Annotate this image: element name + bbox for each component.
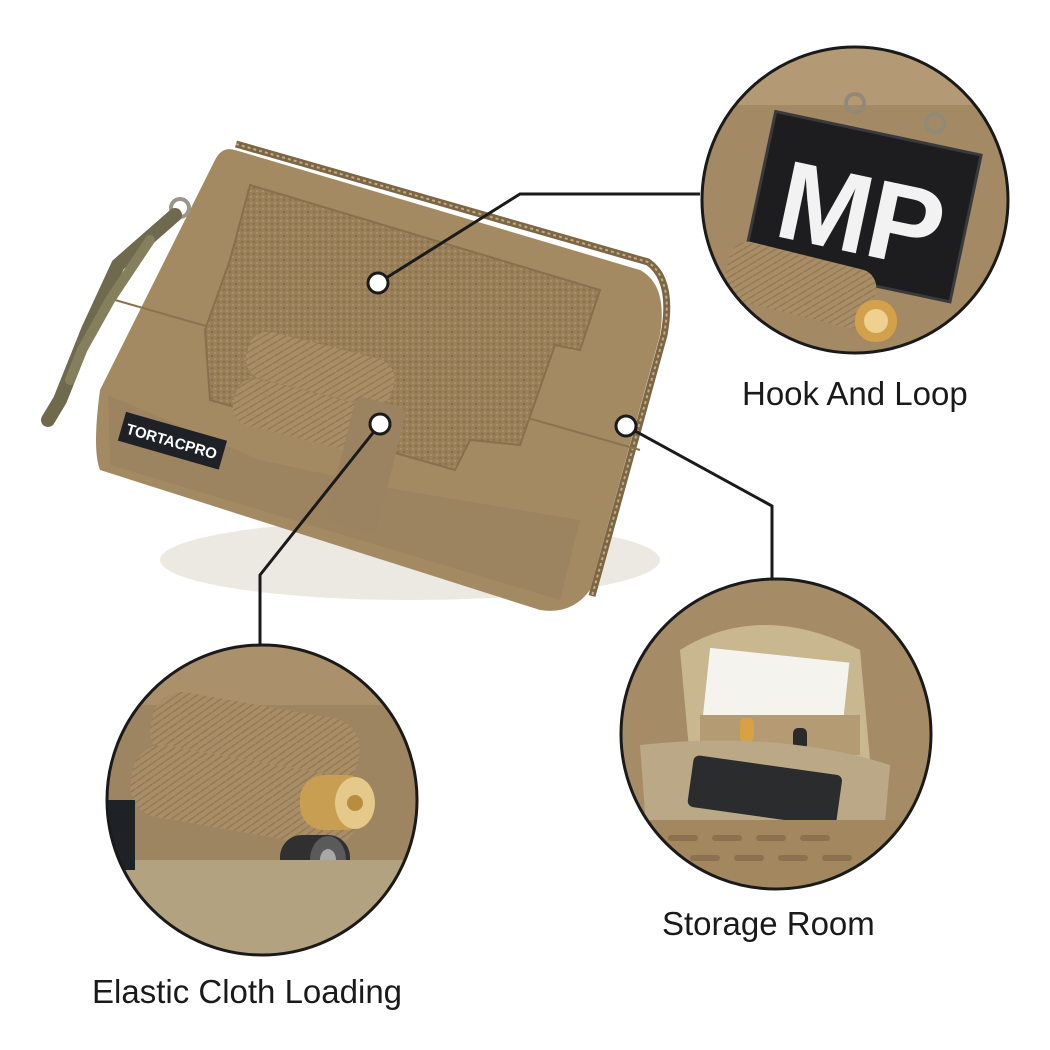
caption-hook-and-loop: Hook And Loop — [742, 375, 968, 412]
leader-lines — [258, 192, 774, 645]
zipper-pulls — [41, 197, 191, 427]
caption-elastic-cloth-loading: Elastic Cloth Loading — [92, 973, 403, 1010]
inset-hook-and-loop: MP — [700, 45, 1010, 355]
battery-gold — [300, 775, 375, 830]
inset-storage-room — [619, 577, 933, 891]
callout-dots — [366, 271, 638, 438]
caption-storage-room: Storage Room — [662, 905, 875, 942]
pouch-main: TORTACPRO — [41, 140, 671, 611]
inset-elastic-cloth — [105, 643, 419, 957]
